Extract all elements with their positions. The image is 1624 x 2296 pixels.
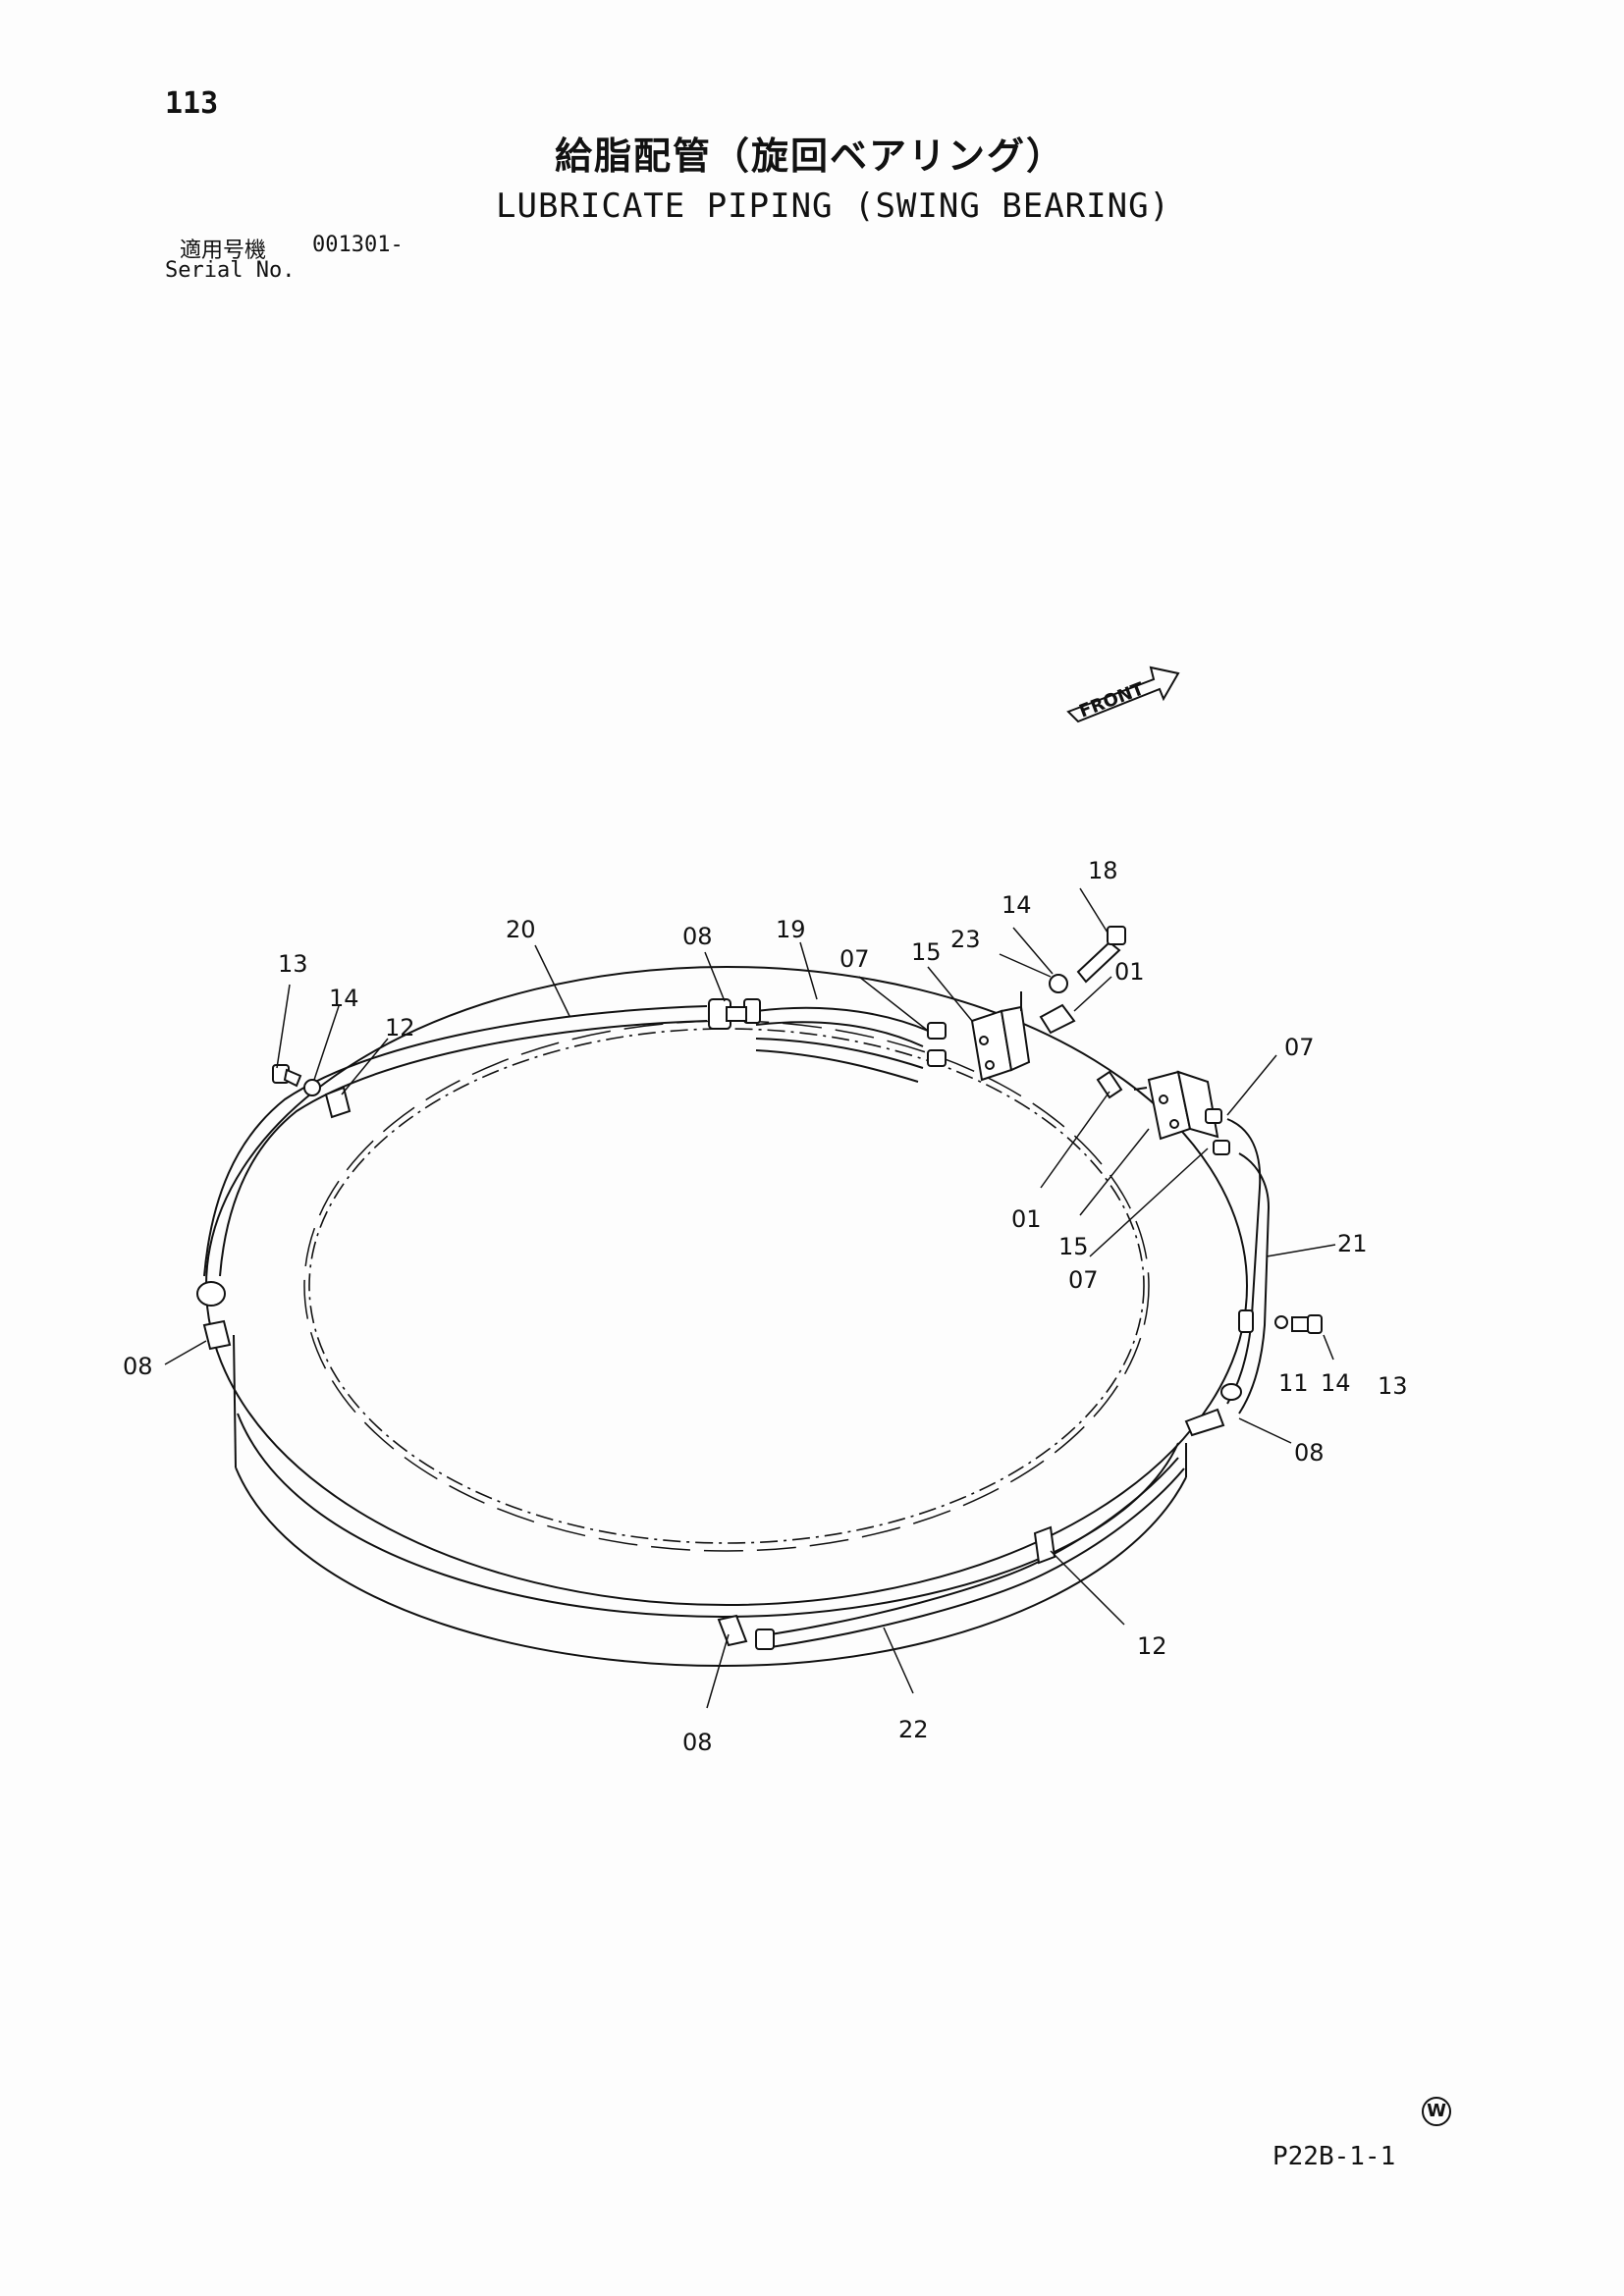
callout-08-top: 08 — [682, 923, 713, 950]
washer-23 — [1049, 974, 1068, 993]
pipe-22 — [755, 1457, 1185, 1650]
front-label: FRONT — [1076, 678, 1147, 722]
pipe-20 — [196, 1005, 708, 1307]
callout-19: 19 — [776, 916, 806, 943]
callout-23: 23 — [950, 926, 981, 953]
leader-lines — [164, 887, 1336, 1709]
callout-08-right: 08 — [1294, 1439, 1325, 1467]
callout-08-bottom: 08 — [682, 1729, 713, 1756]
elbow-08-left — [202, 1319, 232, 1351]
washer-14-right — [1274, 1315, 1288, 1329]
elbow-08-top — [708, 998, 761, 1030]
washer-14-left — [303, 1079, 321, 1096]
title-english: LUBRICATE PIPING (SWING BEARING) — [496, 187, 1171, 226]
callout-07-right: 07 — [1284, 1034, 1315, 1061]
callout-22: 22 — [898, 1716, 929, 1743]
callout-12-bottom: 12 — [1137, 1632, 1167, 1660]
callout-01-top: 01 — [1114, 958, 1145, 986]
callout-11: 11 — [1278, 1369, 1309, 1397]
page-number: 113 — [165, 86, 219, 121]
serial-label-english: Serial No. — [165, 258, 296, 283]
clamp-11-right — [1238, 1309, 1254, 1333]
serial-label-japanese: 適用号機 — [180, 239, 267, 263]
callout-20: 20 — [506, 916, 536, 943]
callout-14-top: 14 — [1001, 891, 1032, 919]
document-code: P22B-1-1 — [1272, 2142, 1396, 2171]
title-japanese: 給脂配管（旋回ベアリング） — [555, 134, 1066, 178]
elbow-08-bottom — [717, 1614, 748, 1647]
clamp-12-bottom — [1033, 1525, 1056, 1565]
serial-value: 001301- — [312, 233, 404, 257]
callout-14-left: 14 — [329, 985, 359, 1012]
callout-13-left: 13 — [278, 950, 308, 978]
callout-08-left: 08 — [123, 1353, 153, 1380]
callout-15-top: 15 — [911, 938, 942, 966]
bolt-13-left — [272, 1064, 302, 1088]
callout-13-right: 13 — [1378, 1372, 1408, 1400]
front-arrow-icon: FRONT — [1066, 666, 1180, 723]
distribution-block-right — [1096, 1070, 1230, 1155]
bolt-13-right — [1291, 1314, 1323, 1334]
bolt-18 — [1076, 926, 1126, 984]
swing-bearing-ring — [205, 966, 1248, 1667]
callout-12-left: 12 — [385, 1014, 415, 1041]
distribution-block-top — [927, 991, 1031, 1082]
callout-18: 18 — [1088, 857, 1118, 884]
callout-21: 21 — [1337, 1230, 1368, 1257]
callout-01-mid: 01 — [1011, 1205, 1042, 1233]
callout-07-mid: 07 — [1068, 1266, 1099, 1294]
callout-15-mid: 15 — [1058, 1233, 1089, 1260]
pipe-21 — [1184, 1118, 1271, 1437]
callout-07-top: 07 — [839, 945, 870, 973]
pipe-19 — [755, 1006, 929, 1083]
callout-14-right: 14 — [1321, 1369, 1351, 1397]
callout-labels: 20 08 19 07 15 23 14 18 01 13 14 12 07 0… — [123, 857, 1408, 1756]
fitting-01-top — [1039, 1003, 1076, 1035]
clamp-12-left — [324, 1086, 352, 1119]
w-mark-icon: W — [1422, 2097, 1451, 2126]
